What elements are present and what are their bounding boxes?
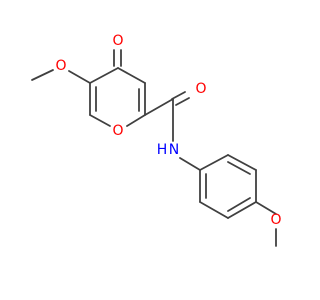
atom-o-methoxy-left: O bbox=[55, 58, 66, 74]
bond-ph-methoxy bbox=[255, 201, 277, 215]
atom-h-amide: H bbox=[157, 142, 168, 158]
bond-ph-4-inner bbox=[227, 197, 251, 212]
atom-label: O bbox=[55, 58, 66, 74]
bond-n-phenyl bbox=[179, 157, 201, 171]
atom-o-keto: O bbox=[112, 33, 123, 49]
structure-diagram: O O O N H O O bbox=[31, 33, 282, 247]
bond-c2-amide-c bbox=[144, 98, 174, 116]
bond-ring-c2-o1 bbox=[126, 114, 146, 127]
atom-o-ring: O bbox=[112, 123, 123, 139]
bond-methoxy-left-c bbox=[68, 70, 91, 84]
atom-label: O bbox=[270, 212, 281, 228]
bond-ph-2-inner bbox=[227, 161, 251, 175]
atom-label: N bbox=[169, 142, 179, 158]
atom-label: H bbox=[157, 142, 168, 158]
bond-ph-2 bbox=[227, 154, 257, 171]
atom-label: O bbox=[112, 33, 123, 49]
bond-ph-4 bbox=[227, 201, 257, 219]
bond-layer bbox=[31, 49, 277, 247]
atom-label: O bbox=[195, 81, 206, 97]
atom-label: O bbox=[112, 123, 123, 139]
atom-o-amide: O bbox=[195, 81, 206, 97]
bond-methyl-left bbox=[31, 69, 54, 81]
bond-ph-1 bbox=[199, 154, 229, 171]
atom-o-methoxy-right: O bbox=[270, 212, 281, 228]
atom-label-layer: O O O N H O O bbox=[55, 33, 281, 228]
bond-ph-5 bbox=[199, 201, 229, 219]
bond-ring-o1-c6 bbox=[89, 114, 111, 127]
bond-ring-c4-c3 bbox=[117, 67, 146, 84]
atom-n-amide: N bbox=[169, 142, 179, 158]
bond-amide-co-2 bbox=[175, 97, 190, 106]
bond-ring-c5-c4 bbox=[89, 67, 119, 84]
bond-amide-co-1 bbox=[171, 91, 186, 100]
